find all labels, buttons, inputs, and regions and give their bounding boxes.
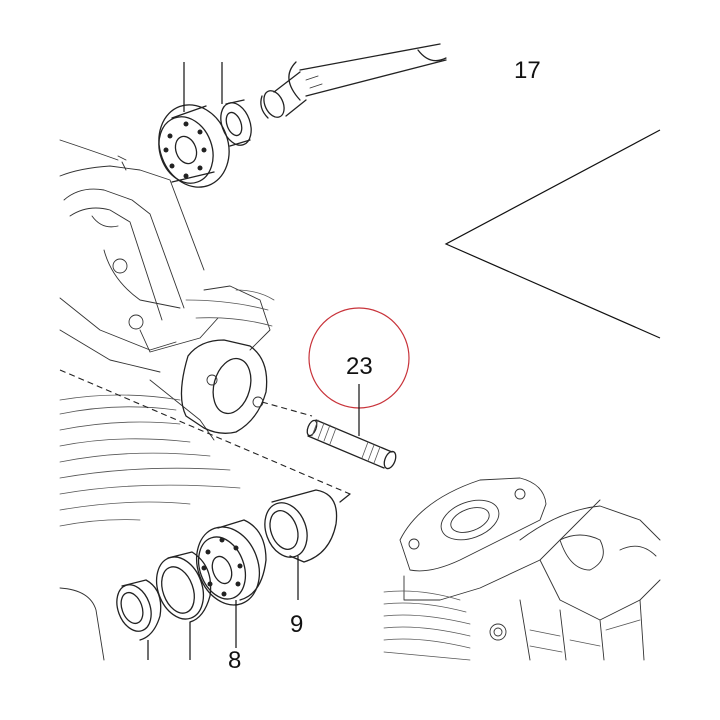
part-label-8: 8	[228, 647, 241, 674]
washer-top	[220, 99, 252, 147]
engine-block	[59, 139, 351, 527]
stud-23	[306, 419, 397, 470]
housing-fragment-left	[59, 587, 105, 661]
angle-leader	[444, 129, 661, 339]
small-bushing	[116, 579, 162, 641]
bearing-8	[196, 519, 267, 606]
bushing-9	[264, 489, 338, 563]
part-label-9: 9	[290, 611, 303, 638]
shaft-assembly	[260, 43, 447, 119]
cylinder-head	[383, 477, 661, 661]
part-label-23: 23	[346, 353, 373, 380]
bearing-top	[158, 104, 230, 188]
part-label-17: 17	[514, 57, 541, 84]
seal-ring	[155, 551, 212, 623]
